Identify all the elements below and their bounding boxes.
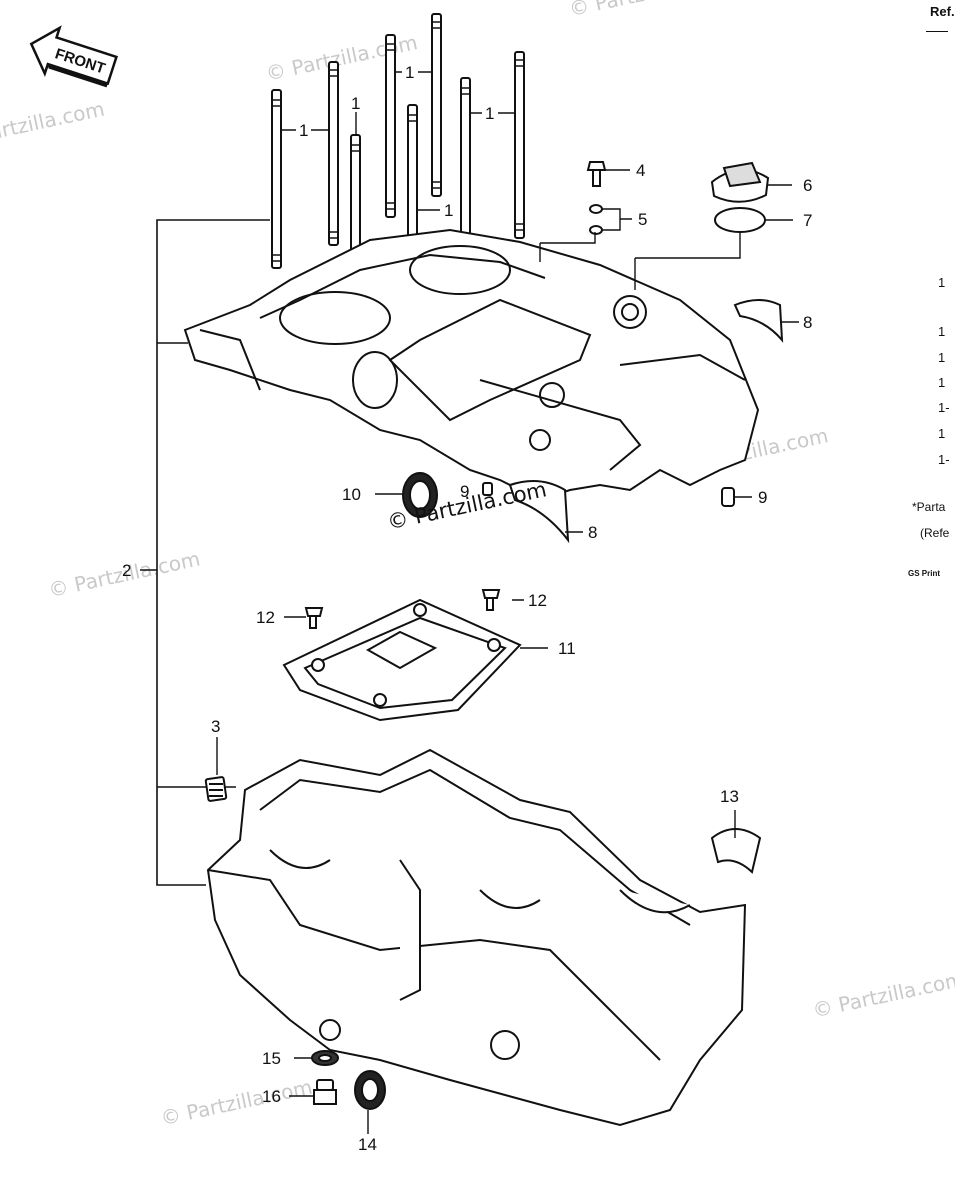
callout-12: 12: [528, 591, 547, 610]
callout-7: 7: [803, 211, 812, 230]
parts-row: 1: [938, 426, 946, 441]
callout-9: 9: [460, 482, 469, 501]
seal-and-dowels: [402, 472, 735, 518]
bearing-shells: [508, 299, 784, 544]
callout-6: 6: [803, 176, 812, 195]
parts-row: 1: [938, 375, 946, 390]
callout-1: 1: [444, 201, 453, 220]
parts-list-panel: Ref. 1 1 1 1 1- 1 1- *Parta (Refe GS Pri…: [906, 0, 955, 1200]
callout-1: 1: [351, 94, 360, 113]
callout-4: 4: [636, 161, 645, 180]
gasket-plate: [282, 598, 522, 722]
footnote-line-2: (Refe: [920, 526, 950, 540]
ref-header: Ref.: [930, 4, 955, 19]
callout-13: 13: [720, 787, 739, 806]
leader-lines: [216, 71, 799, 1134]
callout-10: 10: [342, 485, 361, 504]
upper-crankcase: [183, 228, 760, 502]
parts-row: 1: [938, 324, 946, 339]
parts-row: 1-: [938, 452, 950, 467]
parts-row: 1-: [938, 400, 950, 415]
callout-11: 11: [558, 639, 576, 658]
print-label: GS Print: [908, 569, 941, 578]
callout-2: 2: [122, 561, 131, 580]
screws-12: [304, 589, 501, 629]
watermark: © Partzilla.com: [159, 1075, 315, 1131]
callout-3: 3: [211, 717, 220, 736]
plug-3: [204, 776, 228, 802]
callout-1: 1: [299, 121, 308, 140]
callout-labels: 1 1 1 1 1 2 3 4 5 6 7 8 8 9 9 10 11 12 1…: [122, 63, 812, 1154]
parts-row: 1: [938, 350, 946, 365]
callout-8: 8: [803, 313, 812, 332]
callout-1: 1: [485, 104, 494, 123]
front-arrow-icon: FRONT: [29, 25, 119, 88]
drain-parts: [311, 1050, 386, 1110]
callout-16: 16: [262, 1087, 281, 1106]
watermark: © Partzilla.com: [567, 0, 723, 21]
callout-14: 14: [358, 1135, 377, 1154]
small-parts-top: [586, 161, 770, 235]
callout-1: 1: [405, 63, 414, 82]
lower-crankcase: [206, 748, 747, 1127]
callout-5: 5: [638, 210, 647, 229]
ref-header-rule: [926, 31, 948, 32]
footnote-line-1: *Parta: [912, 500, 946, 514]
parts-row: 1: [938, 275, 946, 290]
watermark: © Partzilla.com: [0, 97, 107, 153]
callout-9: 9: [758, 488, 767, 507]
callout-8: 8: [588, 523, 597, 542]
watermark: © Partzilla.com: [264, 30, 420, 86]
bearing-shell-13: [710, 828, 762, 874]
callout-12: 12: [256, 608, 275, 627]
callout-15: 15: [262, 1049, 281, 1068]
